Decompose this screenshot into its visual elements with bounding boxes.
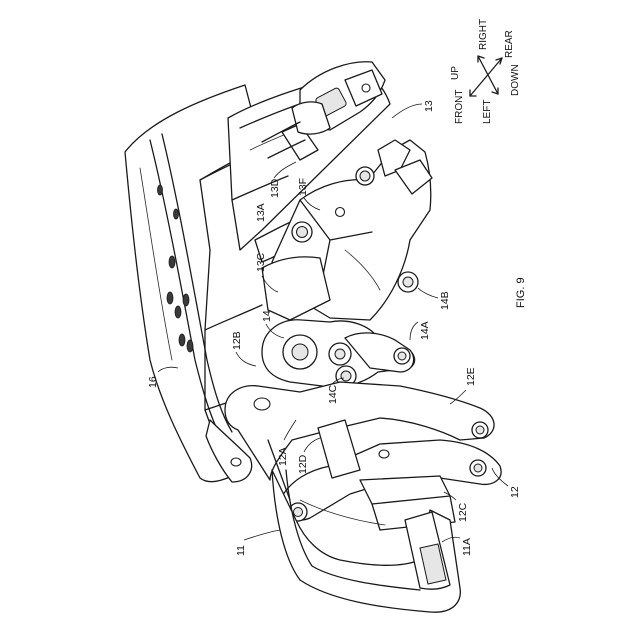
dir-rear: REAR: [504, 30, 515, 58]
label-13D: 13D: [269, 178, 281, 198]
label-14A: 14A: [419, 321, 431, 340]
label-13A: 13A: [255, 203, 267, 222]
dir-front: FRONT: [454, 90, 465, 124]
dir-down: DOWN: [510, 64, 521, 96]
dir-left: LEFT: [482, 100, 493, 124]
dir-right: RIGHT: [478, 19, 489, 50]
label-11A: 11A: [461, 538, 473, 556]
label-14: 14: [261, 310, 273, 322]
label-13C: 13C: [255, 252, 267, 272]
figure-caption: FIG. 9: [515, 277, 527, 308]
link-14: [262, 320, 415, 387]
label-11: 11: [235, 545, 247, 556]
label-14B: 14B: [439, 291, 451, 310]
dir-up: UP: [450, 66, 461, 80]
label-14C: 14C: [327, 384, 339, 404]
label-12: 12: [509, 486, 521, 498]
label-12E: 12E: [465, 367, 477, 386]
label-16: 16: [147, 376, 159, 388]
label-12C: 12C: [457, 502, 469, 522]
label-13: 13: [423, 100, 435, 112]
label-12A: 12A: [277, 447, 289, 466]
direction-compass: UP FRONT LEFT RIGHT REAR DOWN: [450, 19, 521, 124]
label-13F: 13F: [297, 178, 309, 196]
label-12D: 12D: [297, 454, 309, 474]
label-12B: 12B: [231, 331, 243, 350]
